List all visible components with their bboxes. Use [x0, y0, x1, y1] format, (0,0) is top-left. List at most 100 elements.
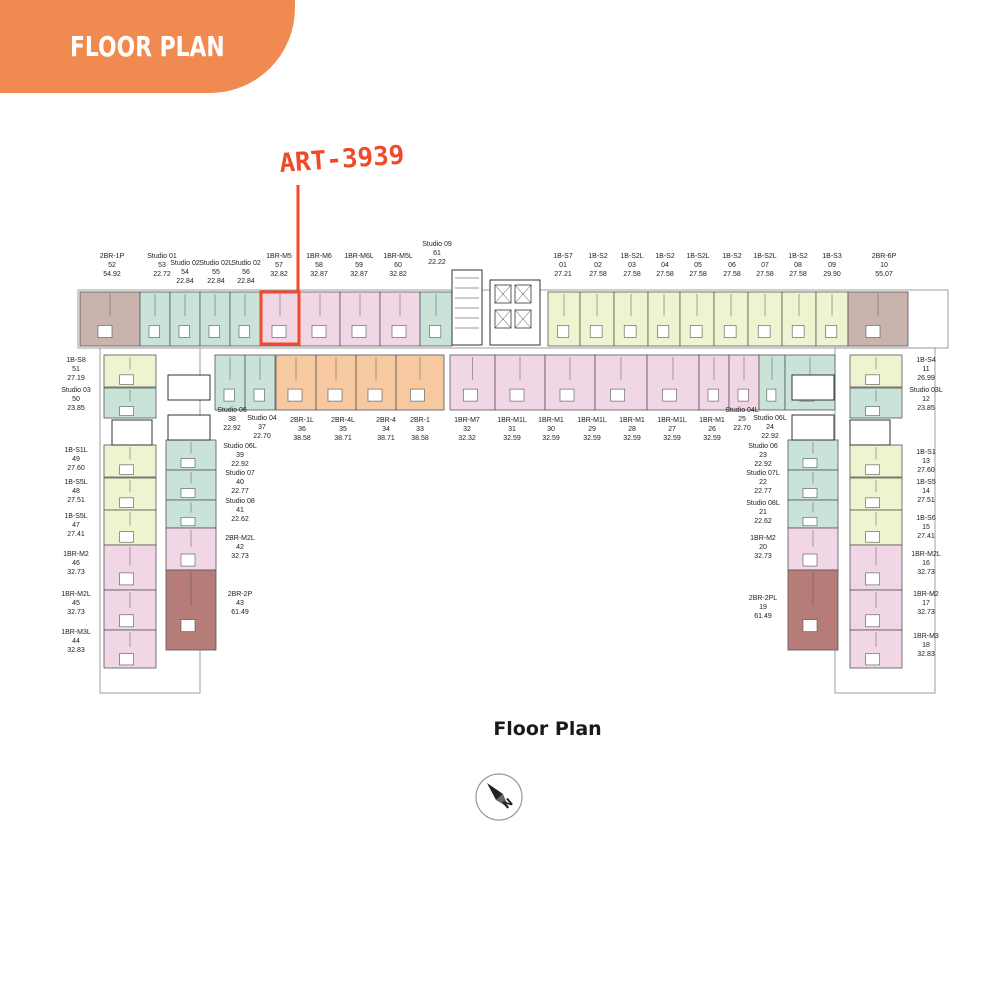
left-outer-label-48-line-2: 27.51	[67, 497, 85, 504]
left-outer-label-44-line-0: 1BR-M3L	[61, 629, 91, 636]
highlight-layer: ART-3939	[259, 140, 405, 346]
right-outer-label-16-line-1: 16	[922, 560, 930, 567]
inner-unit-25-bath	[766, 388, 777, 402]
left-stair	[111, 419, 153, 446]
top-unit-09-bath	[825, 325, 838, 338]
inner-unit-34-bath	[367, 388, 383, 402]
right-inner-label-21-line-0: Studio 08L	[746, 500, 780, 507]
left-outer-label-48-line-1: 48	[72, 488, 80, 495]
top-unit-label-59-line-2: 32.87	[350, 271, 368, 278]
units-layer	[79, 291, 909, 669]
top-unit-53-bath	[148, 325, 160, 338]
right-outer-unit-15-bath	[865, 531, 880, 543]
top-unit-label-07-line-0: 1B-S2L	[753, 253, 776, 260]
left-inner-label-43-line-0: 2BR-2P	[228, 591, 253, 598]
right-outer-label-18-line-0: 1BR-M3	[913, 633, 939, 640]
inner-unit-label-35-line-1: 35	[339, 426, 347, 433]
right-outer-unit-18-bath	[865, 653, 880, 666]
inner-unit-label-27-line-2: 32.59	[663, 435, 681, 442]
inner-unit-label-29-line-0: 1BR-M1L	[577, 417, 607, 424]
top-unit-label-01-line-2: 27.21	[554, 271, 572, 278]
top-unit-61-bath	[429, 325, 442, 338]
lift-x	[494, 284, 512, 304]
inner-unit-29-bath	[610, 388, 625, 402]
left-inner-label-39-line-0: Studio 06L	[223, 443, 257, 450]
left-inner-unit-42-bath	[180, 553, 196, 567]
left-inner-label-43-line-2: 61.49	[231, 609, 249, 616]
right-outer-label-14-line-0: 1B-S5	[916, 479, 936, 486]
inner-unit-label-33-line-0: 2BR-1	[410, 417, 430, 424]
top-unit-04-bath	[657, 325, 670, 338]
inner-unit-35-bath	[327, 388, 343, 402]
top-unit-label-06-line-1: 06	[728, 262, 736, 269]
top-unit-label-09-line-2: 29.90	[823, 271, 841, 278]
right-outer-unit-16-bath	[865, 572, 880, 586]
floor-plan-caption: Floor Plan	[493, 718, 602, 740]
right-inner-unit-19-bath	[802, 619, 818, 632]
top-unit-label-53-line-1: 53	[158, 262, 166, 269]
top-unit-label-10-line-0: 2BR-6P	[872, 253, 897, 260]
left-outer-label-47-line-1: 47	[72, 522, 80, 529]
top-unit-60-bath	[391, 325, 407, 338]
right-lift-core	[791, 374, 835, 401]
right-inner-label-23-line-0: Studio 06	[748, 443, 778, 450]
top-unit-label-02-line-2: 27.58	[589, 271, 607, 278]
left-outer-unit-50-bath	[119, 406, 134, 416]
inner-unit-28-bath	[662, 388, 677, 402]
inner-unit-label-26-line-0: 1BR-M1	[699, 417, 725, 424]
left-lift-core-2	[167, 414, 211, 441]
top-unit-10-bath	[865, 325, 881, 338]
top-unit-label-01-line-0: 1B-S7	[553, 253, 573, 260]
right-outer-label-13-line-0: 1B-S1	[916, 449, 936, 456]
left-outer-label-48-line-0: 1B-S5L	[64, 479, 87, 486]
top-unit-label-05-line-1: 05	[694, 262, 702, 269]
top-unit-label-60-line-0: 1BR-M5L	[383, 253, 413, 260]
right-inner-label-21-line-2: 22.62	[754, 518, 772, 525]
inner-unit-label-25-line-2: 22.70	[733, 425, 751, 432]
top-unit-label-10-line-2: 55.07	[875, 271, 893, 278]
right-outer-label-12-line-0: Studio 03L	[909, 387, 943, 394]
right-inner-label-19-line-2: 61.49	[754, 613, 772, 620]
left-outer-unit-46-bath	[119, 572, 134, 586]
left-outer-label-49-line-2: 27.60	[67, 465, 85, 472]
right-outer-label-15-line-1: 15	[922, 524, 930, 531]
top-unit-03-bath	[623, 325, 637, 338]
inner-unit-32-bath	[463, 388, 478, 402]
inner-unit-30-bath	[559, 388, 575, 402]
top-unit-label-02-line-1: 02	[594, 262, 602, 269]
inner-unit-label-29-line-1: 29	[588, 426, 596, 433]
left-outer-label-50-line-0: Studio 03	[61, 387, 91, 394]
top-unit-06-bath	[723, 325, 737, 338]
top-unit-label-59-line-1: 59	[355, 262, 363, 269]
right-outer-label-11-line-2: 26.99	[917, 375, 935, 382]
right-outer-label-11-line-1: 11	[922, 366, 929, 373]
left-outer-label-51-line-2: 27.19	[67, 375, 85, 382]
left-outer-unit-49-bath	[119, 464, 134, 475]
left-inner-label-42-line-2: 32.73	[231, 553, 249, 560]
top-unit-label-57-line-0: 1BR-M5	[266, 253, 292, 260]
top-unit-57-bath	[271, 325, 287, 338]
right-outer-label-14-line-2: 27.51	[917, 497, 935, 504]
core-layer	[111, 269, 891, 446]
left-outer-label-46-line-1: 46	[72, 560, 80, 567]
highlight-label: ART-3939	[278, 140, 405, 179]
inner-unit-label-27-line-0: 1BR-M1L	[657, 417, 687, 424]
inner-unit-label-38-line-2: 22.92	[223, 425, 241, 432]
lift-x	[514, 284, 532, 304]
inner-unit-31-bath	[509, 388, 525, 402]
left-outer-label-46-line-0: 1BR-M2	[63, 551, 89, 558]
right-outer-label-11-line-0: 1B-S4	[916, 357, 936, 364]
top-unit-label-58-line-0: 1BR-M6	[306, 253, 332, 260]
right-outer-unit-12-bath	[865, 406, 880, 416]
inner-unit-label-27-line-1: 27	[668, 426, 676, 433]
inner-unit-label-25-line-1: 25	[738, 416, 746, 423]
right-inner-unit-23-bath	[802, 458, 818, 468]
right-outer-label-12-line-1: 12	[922, 396, 930, 403]
left-inner-label-42-line-0: 2BR-M2L	[225, 535, 255, 542]
top-unit-label-58-line-1: 58	[315, 262, 323, 269]
inner-unit-label-30-line-1: 30	[547, 426, 555, 433]
top-unit-58-bath	[311, 325, 327, 338]
inner-unit-label-26-line-1: 26	[708, 426, 716, 433]
left-outer-label-46-line-2: 32.73	[67, 569, 85, 576]
top-unit-label-59-line-0: 1BR-M6L	[344, 253, 374, 260]
